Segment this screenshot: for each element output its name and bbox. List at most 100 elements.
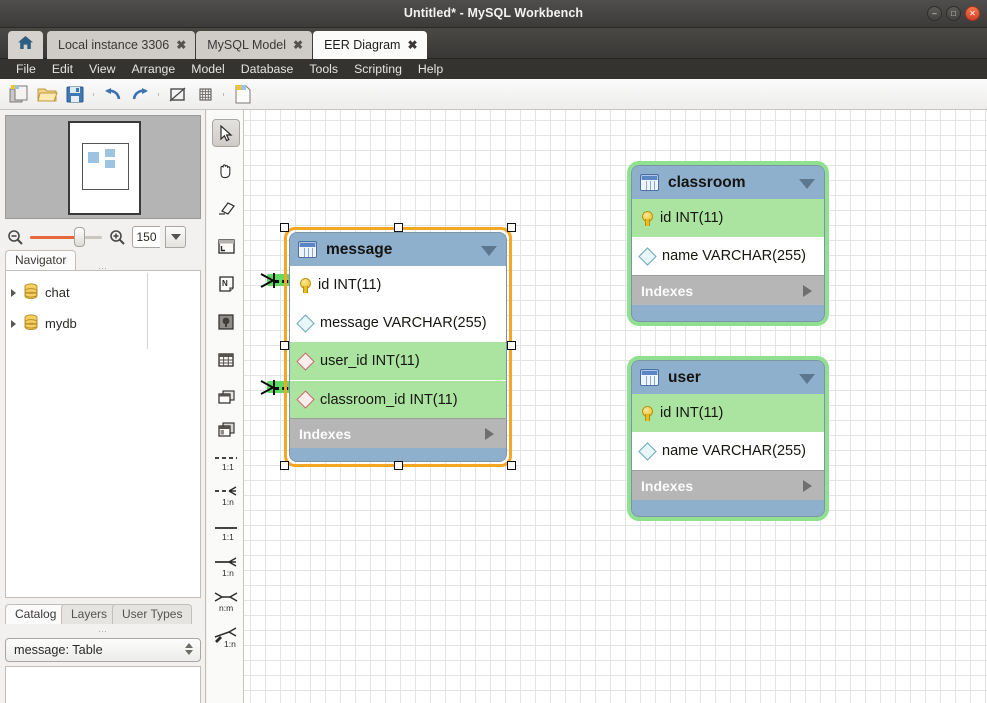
zoom-dropdown-button[interactable] xyxy=(165,226,186,248)
zoom-out-icon[interactable] xyxy=(5,227,25,247)
table-column-row[interactable]: id INT(11) xyxy=(632,199,824,237)
close-button[interactable]: ✕ xyxy=(965,6,980,21)
resize-handle-sw[interactable] xyxy=(280,461,289,470)
svg-text:1:1: 1:1 xyxy=(222,532,234,542)
navigator-block xyxy=(105,160,115,168)
relationship-1-n-identifying-tool[interactable]: 1:n xyxy=(212,482,240,510)
tab-user-types[interactable]: User Types xyxy=(112,604,193,624)
triangle-right-icon[interactable] xyxy=(11,288,16,297)
resize-handle-e[interactable] xyxy=(507,341,516,350)
table-column-row[interactable]: name VARCHAR(255) xyxy=(632,432,824,470)
toggle-grid-icon[interactable] xyxy=(164,81,190,107)
relationship-n-m-tool[interactable]: n:m xyxy=(212,588,240,616)
tab-close-icon[interactable]: ✖ xyxy=(176,38,187,52)
resize-handle-se[interactable] xyxy=(507,461,516,470)
properties-panel[interactable] xyxy=(5,666,201,703)
table-header[interactable]: classroom xyxy=(632,166,824,199)
relationship-1-n-non-identifying-tool[interactable]: 1:n xyxy=(212,553,240,581)
table-header[interactable]: user xyxy=(632,361,824,394)
window-controls: – □ ✕ xyxy=(927,6,980,21)
snap-to-grid-icon[interactable] xyxy=(192,81,218,107)
image-tool[interactable] xyxy=(212,308,240,336)
hand-tool[interactable] xyxy=(212,156,240,184)
new-model-icon[interactable] xyxy=(6,81,32,107)
undo-icon[interactable] xyxy=(99,81,125,107)
tab-local-instance-3306[interactable]: Local instance 3306 ✖ xyxy=(47,31,196,59)
menu-model[interactable]: Model xyxy=(191,62,225,76)
catalog-tree[interactable]: chat mydb xyxy=(5,270,201,598)
menu-scripting[interactable]: Scripting xyxy=(354,62,402,76)
spinner-updown-icon[interactable] xyxy=(185,643,193,655)
relationship-1-1-non-identifying-tool[interactable]: 1:1 xyxy=(212,518,240,546)
chevron-down-icon[interactable] xyxy=(799,179,815,189)
tab-catalog[interactable]: Catalog xyxy=(5,604,67,624)
relationship-pick-tool[interactable]: 1:n xyxy=(212,624,240,652)
table-column-row[interactable]: message VARCHAR(255) xyxy=(290,304,506,342)
slider-knob[interactable] xyxy=(74,227,85,247)
table-figure-user[interactable]: user id INT(11) name VARCHAR(255) Indexe… xyxy=(627,356,829,521)
chevron-down-icon[interactable] xyxy=(481,246,497,256)
zoom-input[interactable]: 150 xyxy=(132,226,160,248)
table-column-row[interactable]: user_id INT(11) xyxy=(290,342,506,380)
tree-item-chat[interactable]: chat xyxy=(6,277,200,308)
sidebar-splitter-bottom[interactable]: ⋯ xyxy=(98,626,108,636)
menu-view[interactable]: View xyxy=(89,62,116,76)
table-column-row[interactable]: classroom_id INT(11) xyxy=(290,380,506,418)
table-indexes-row[interactable]: Indexes xyxy=(632,470,824,500)
tab-close-icon[interactable]: ✖ xyxy=(293,38,304,52)
tree-item-mydb[interactable]: mydb xyxy=(6,308,200,339)
note-tool[interactable]: N xyxy=(212,270,240,298)
menu-edit[interactable]: Edit xyxy=(51,62,74,76)
eer-diagram-canvas[interactable]: message id INT(11) message VARCHAR(255) … xyxy=(244,110,987,703)
resize-handle-w[interactable] xyxy=(280,341,289,350)
table-column-row[interactable]: name VARCHAR(255) xyxy=(632,237,824,275)
resize-handle-ne[interactable] xyxy=(507,223,516,232)
resize-handle-n[interactable] xyxy=(394,223,403,232)
triangle-right-icon[interactable] xyxy=(485,428,494,440)
tab-mysql-model[interactable]: MySQL Model ✖ xyxy=(196,31,313,59)
eraser-tool[interactable] xyxy=(212,194,240,222)
layer-tool[interactable] xyxy=(212,232,240,260)
table-column-row[interactable]: id INT(11) xyxy=(290,266,506,304)
resize-handle-s[interactable] xyxy=(394,461,403,470)
chevron-down-icon[interactable] xyxy=(799,374,815,384)
zoom-in-icon[interactable] xyxy=(107,227,127,247)
triangle-right-icon[interactable] xyxy=(11,319,16,328)
menu-file[interactable]: File xyxy=(16,62,36,76)
table-indexes-row[interactable]: Indexes xyxy=(632,275,824,305)
object-selector[interactable]: message: Table xyxy=(5,638,201,662)
table-header[interactable]: message xyxy=(290,233,506,266)
open-model-icon[interactable] xyxy=(34,81,60,107)
relationship-1-1-identifying-tool[interactable]: 1:1 xyxy=(212,448,240,476)
pointer-tool[interactable] xyxy=(212,119,240,147)
menu-database[interactable]: Database xyxy=(240,62,294,76)
redo-icon[interactable] xyxy=(127,81,153,107)
resize-handle-nw[interactable] xyxy=(280,223,289,232)
table-figure-message[interactable]: message id INT(11) message VARCHAR(255) … xyxy=(280,223,516,470)
table-figure-classroom[interactable]: classroom id INT(11) name VARCHAR(255) I… xyxy=(627,161,829,326)
toolbar-separator xyxy=(155,81,162,107)
maximize-button[interactable]: □ xyxy=(946,6,961,21)
triangle-right-icon[interactable] xyxy=(803,480,812,492)
navigator-preview[interactable] xyxy=(5,115,201,219)
tab-eer-diagram[interactable]: EER Diagram ✖ xyxy=(313,31,427,59)
menu-tools[interactable]: Tools xyxy=(309,62,339,76)
new-diagram-icon[interactable] xyxy=(229,81,255,107)
navigator-viewport[interactable] xyxy=(82,143,129,190)
table-column-row[interactable]: id INT(11) xyxy=(632,394,824,432)
tab-navigator[interactable]: Navigator xyxy=(5,250,77,270)
menu-help[interactable]: Help xyxy=(417,62,444,76)
table-indexes-row[interactable]: Indexes xyxy=(290,418,506,448)
zoom-slider[interactable] xyxy=(30,227,102,247)
table-tool[interactable] xyxy=(212,346,240,374)
minimize-button[interactable]: – xyxy=(927,6,942,21)
routine-group-tool[interactable] xyxy=(212,416,240,444)
menu-arrange[interactable]: Arrange xyxy=(131,62,176,76)
sidebar-splitter-top[interactable]: ⋯ xyxy=(98,263,108,273)
tab-close-icon[interactable]: ✖ xyxy=(407,38,418,52)
save-model-icon[interactable] xyxy=(62,81,88,107)
tab-layers[interactable]: Layers xyxy=(61,604,118,624)
view-tool[interactable] xyxy=(212,383,240,411)
home-tab[interactable] xyxy=(8,31,43,59)
triangle-right-icon[interactable] xyxy=(803,285,812,297)
